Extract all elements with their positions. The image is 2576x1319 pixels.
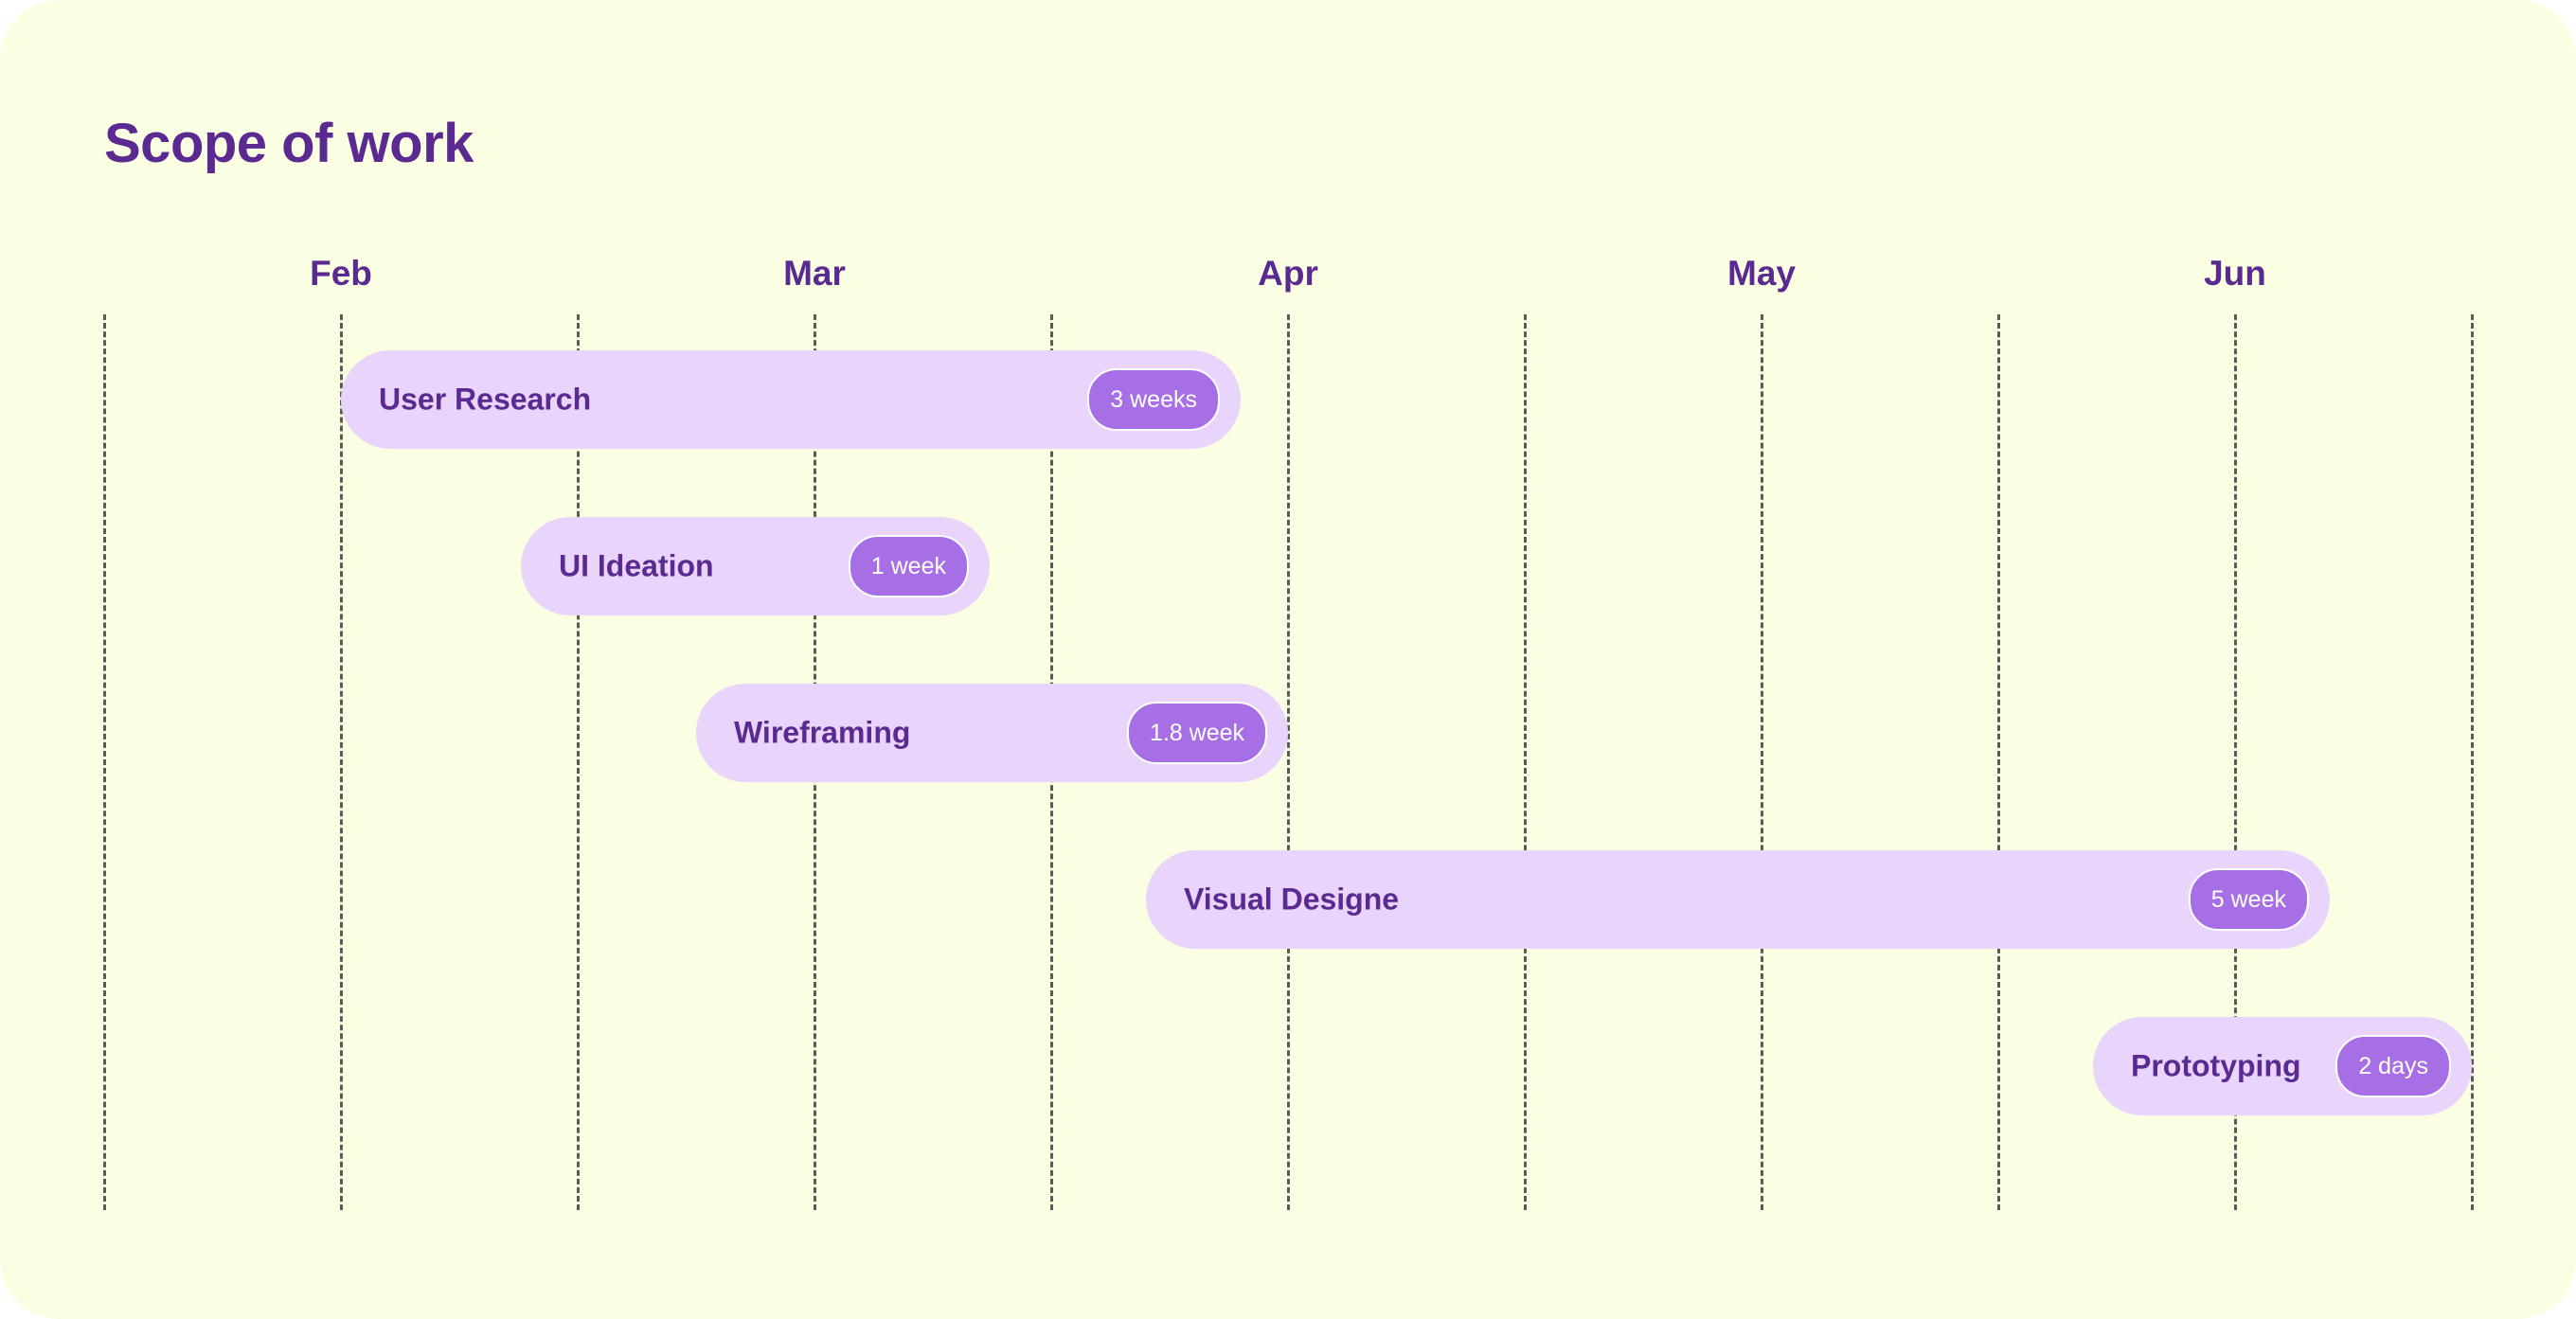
month-label: Jun [2204,254,2266,293]
task-label: Wireframing [734,715,911,750]
task-bar[interactable]: Prototyping 2 days [2093,1017,2472,1115]
duration-badge: 1.8 week [1126,702,1267,764]
task-label: User Research [379,382,592,417]
gridline [2233,314,2237,1210]
gridline [339,314,343,1210]
duration-badge: 2 days [2335,1035,2451,1097]
month-label: May [1727,254,1796,293]
duration-badge: 1 week [848,535,969,597]
month-label: Feb [310,254,372,293]
task-bar[interactable]: Visual Designe 5 week [1146,850,2330,949]
gridline [102,314,106,1210]
gridline [1996,314,2000,1210]
task-label: Visual Designe [1184,882,1400,917]
chart-title: Scope of work [104,113,474,174]
gridline [2470,314,2474,1210]
task-label: UI Ideation [559,548,714,583]
duration-badge: 3 weeks [1087,368,1220,431]
month-label: Apr [1258,254,1318,293]
gridline [1760,314,1763,1210]
duration-badge: 5 week [2188,868,2309,931]
gridline [1523,314,1527,1210]
task-bar[interactable]: UI Ideation 1 week [521,517,990,615]
gridline [576,314,580,1210]
task-bar[interactable]: Wireframing 1.8 week [696,684,1288,782]
gridline [1286,314,1290,1210]
task-label: Prototyping [2131,1048,2301,1083]
task-bar[interactable]: User Research 3 weeks [341,350,1241,449]
month-label: Mar [783,254,846,293]
